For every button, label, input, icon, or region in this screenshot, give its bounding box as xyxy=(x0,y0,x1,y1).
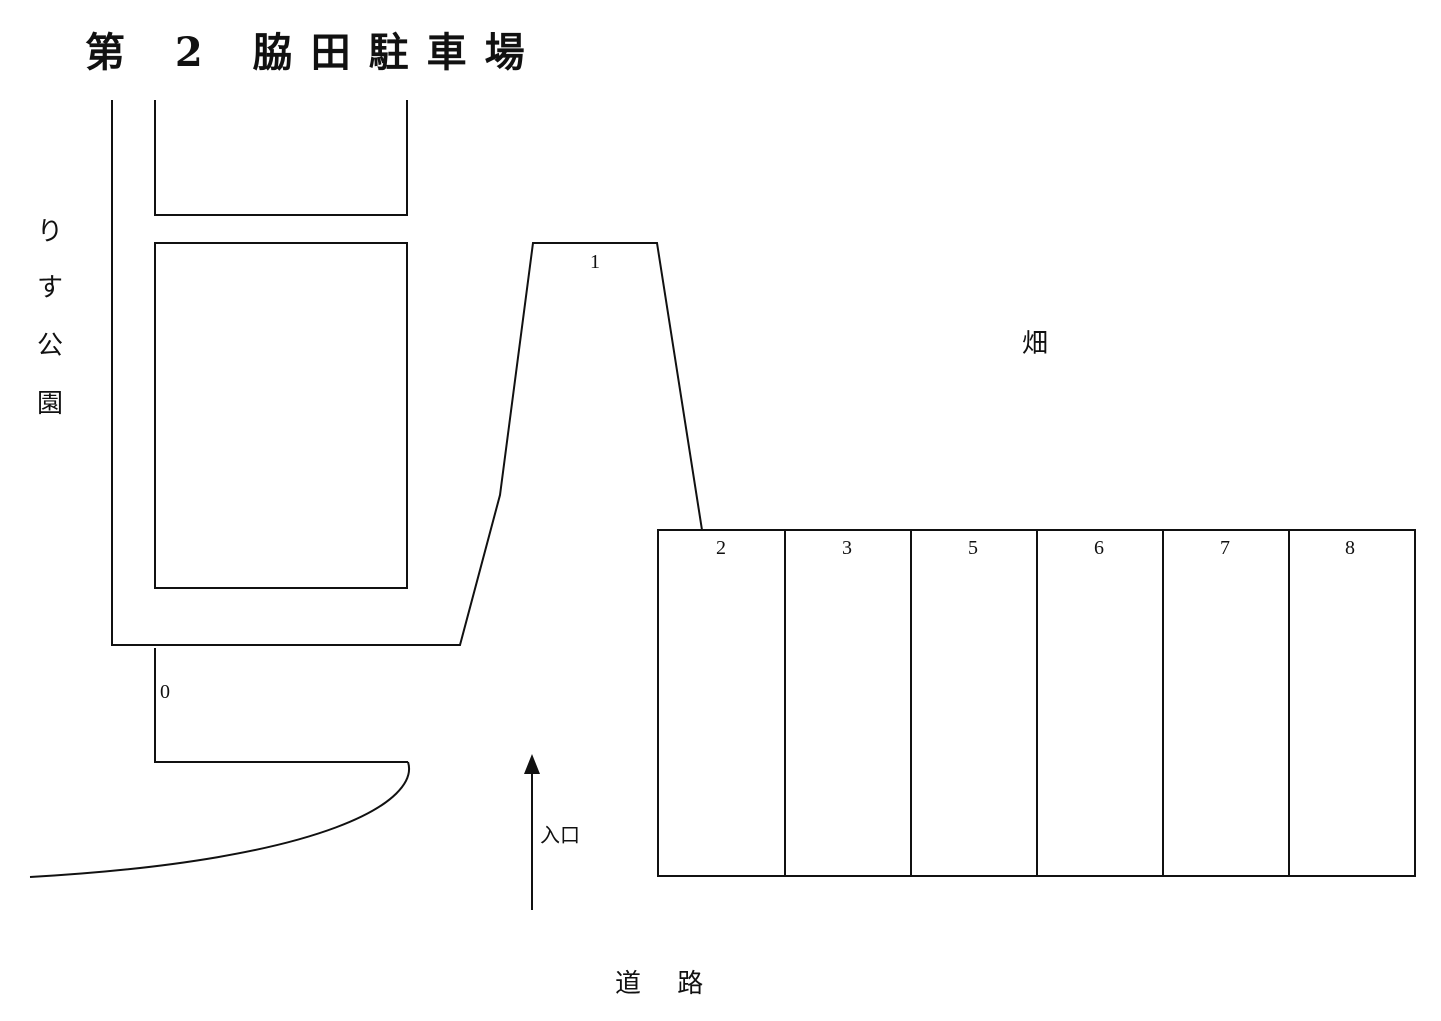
road-label: 道 路 xyxy=(615,969,717,999)
field-label: 畑 xyxy=(1022,329,1048,359)
space-label: 3 xyxy=(842,537,852,559)
space-label: 2 xyxy=(716,537,726,559)
space-0-label: 0 xyxy=(160,681,170,703)
park-label-char: す xyxy=(37,273,63,303)
park-label-char: り xyxy=(37,217,63,247)
space-label: 7 xyxy=(1220,537,1230,559)
space-label: 5 xyxy=(968,537,978,559)
parking-row: 2 3 5 6 7 8 xyxy=(657,529,1416,877)
space-1-label: 1 xyxy=(590,251,600,273)
park-label-char: 園 xyxy=(37,389,63,419)
entrance-label: 入口 xyxy=(540,823,580,847)
entrance-arrow-icon xyxy=(524,754,540,910)
space-label: 6 xyxy=(1094,537,1104,559)
park-label-char: 公 xyxy=(37,331,63,361)
page-title: 第 2 脇田駐車場 xyxy=(85,29,543,76)
space-label: 8 xyxy=(1345,537,1355,559)
park-label: り す 公 園 xyxy=(37,217,63,419)
left-structure xyxy=(29,100,703,878)
